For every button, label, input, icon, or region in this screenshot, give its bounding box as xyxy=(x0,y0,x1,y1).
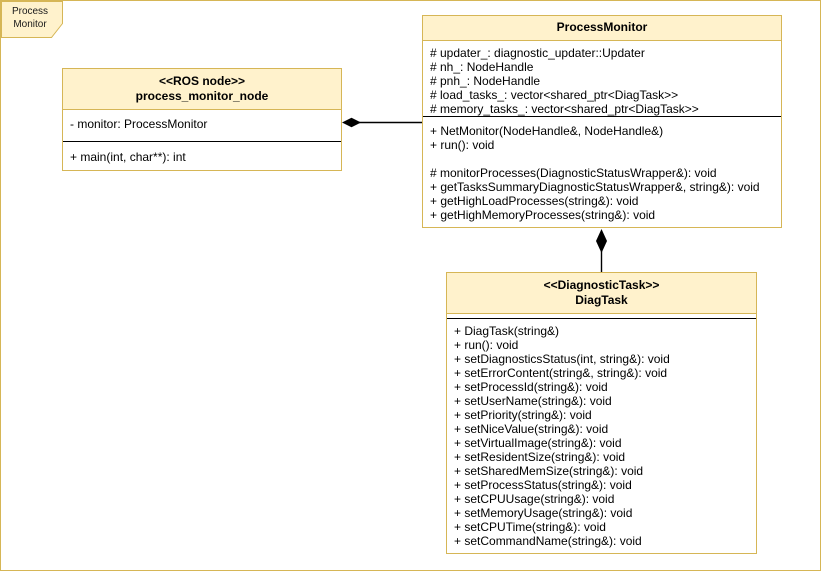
frame-label-line2: Monitor xyxy=(13,19,47,30)
uml-attribute: # updater_: diagnostic_updater::Updater xyxy=(430,46,645,60)
compartment-divider xyxy=(423,116,781,117)
uml-method: + NetMonitor(NodeHandle&, NodeHandle&) xyxy=(430,124,664,138)
frame-tab-shape xyxy=(1,1,63,38)
frame-label: Process Monitor xyxy=(1,5,59,31)
class-title: ProcessMonitor xyxy=(556,20,648,34)
uml-attribute: # memory_tasks_: vector<shared_ptr<DiagT… xyxy=(430,102,699,116)
class-header: <<DiagnosticTask>> DiagTask xyxy=(447,273,756,314)
uml-method: + setVirtualImage(string&): void xyxy=(454,436,622,450)
frame-label-tab xyxy=(1,1,63,38)
uml-attribute: # nh_: NodeHandle xyxy=(430,60,534,74)
compartment-divider xyxy=(63,141,341,142)
uml-method: + getHighMemoryProcesses(string&): void xyxy=(430,208,656,222)
class-title: process_monitor_node xyxy=(135,89,269,103)
class-box-process-monitor-node[interactable]: <<ROS node>> process_monitor_node - moni… xyxy=(62,68,342,171)
class-header: <<ROS node>> process_monitor_node xyxy=(63,69,341,110)
uml-method: + setResidentSize(string&): void xyxy=(454,450,626,464)
uml-method: + getTasksSummaryDiagnosticStatusWrapper… xyxy=(430,180,760,194)
attributes-compartment: - monitor: ProcessMonitor xyxy=(63,110,341,141)
attributes-compartment: # updater_: diagnostic_updater::Updater … xyxy=(423,41,781,116)
uml-attribute: # pnh_: NodeHandle xyxy=(430,74,541,88)
uml-method: + setErrorContent(string&, string&): voi… xyxy=(454,366,668,380)
compartment-divider xyxy=(447,318,756,319)
methods-compartment: + main(int, char**): int xyxy=(63,142,341,170)
uml-method: + setPriority(string&): void xyxy=(454,408,592,422)
uml-method: + setProcessId(string&): void xyxy=(454,380,608,394)
class-stereotype: <<DiagnosticTask>> xyxy=(543,278,660,292)
class-header: ProcessMonitor xyxy=(423,16,781,41)
uml-method: + setSharedMemSize(string&): void xyxy=(454,464,644,478)
uml-method: + setCPUUsage(string&): void xyxy=(454,492,615,506)
uml-method: + main(int, char**): int xyxy=(70,150,186,164)
uml-attribute: # load_tasks_: vector<shared_ptr<DiagTas… xyxy=(430,88,679,102)
uml-method: + setUserName(string&): void xyxy=(454,394,612,408)
composition-diamond-icon[interactable] xyxy=(596,229,607,253)
methods-compartment: + DiagTask(string&) + run(): void + setD… xyxy=(447,319,756,553)
composition-diamond-icon[interactable] xyxy=(342,117,361,128)
uml-method: + setNiceValue(string&): void xyxy=(454,422,609,436)
class-title: DiagTask xyxy=(575,293,628,307)
uml-method: + DiagTask(string&) xyxy=(454,324,560,338)
uml-method-spacer xyxy=(430,152,781,166)
uml-method: + setProcessStatus(string&): void xyxy=(454,478,632,492)
frame-label-line1: Process xyxy=(11,6,49,17)
uml-method: + setDiagnosticsStatus(int, string&): vo… xyxy=(454,352,670,366)
uml-method: + run(): void xyxy=(454,338,519,352)
uml-method: + getHighLoadProcesses(string&): void xyxy=(430,194,639,208)
uml-method: # monitorProcesses(DiagnosticStatusWrapp… xyxy=(430,166,717,180)
uml-attribute: - monitor: ProcessMonitor xyxy=(70,117,208,131)
class-box-diag-task[interactable]: <<DiagnosticTask>> DiagTask + DiagTask(s… xyxy=(446,272,757,554)
class-box-process-monitor[interactable]: ProcessMonitor # updater_: diagnostic_up… xyxy=(422,15,782,228)
uml-method: + run(): void xyxy=(430,138,495,152)
class-stereotype: <<ROS node>> xyxy=(158,74,246,88)
uml-method: + setCommandName(string&): void xyxy=(454,534,642,548)
methods-compartment: + NetMonitor(NodeHandle&, NodeHandle&) +… xyxy=(423,117,781,227)
uml-method: + setMemoryUsage(string&): void xyxy=(454,506,633,520)
uml-method: + setCPUTime(string&): void xyxy=(454,520,606,534)
